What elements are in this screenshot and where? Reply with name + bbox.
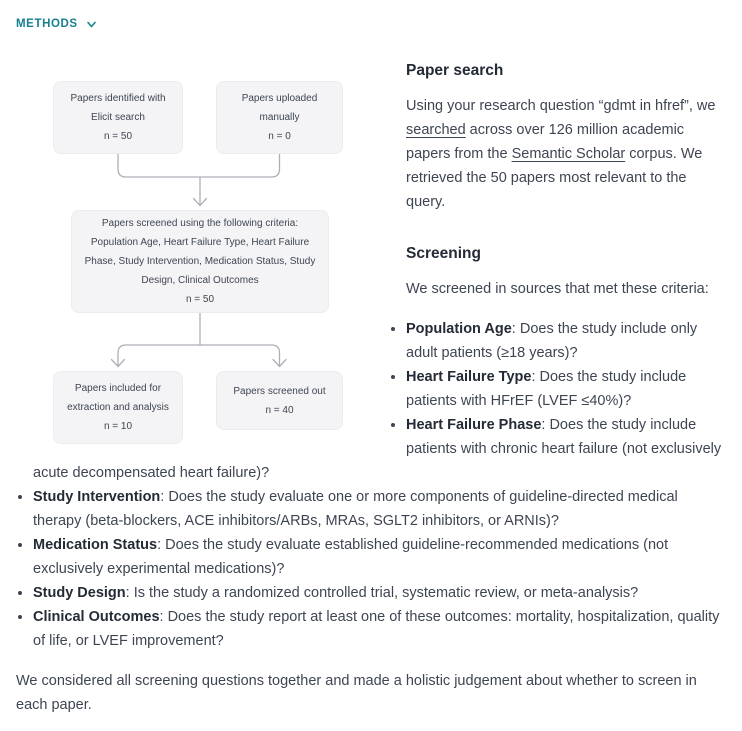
semantic-scholar-link[interactable]: Semantic Scholar <box>511 146 626 162</box>
criteria-label: Clinical Outcomes <box>33 609 160 625</box>
criteria-text: : Does the study include only adult pati… <box>406 321 698 361</box>
paper-search-text-3: corpus. We retrieved the 50 papers most … <box>406 146 703 210</box>
criteria-item-study-design: Study Design: Is the study a randomized … <box>33 581 726 605</box>
screening-heading: Screening <box>406 245 481 262</box>
criteria-item-study-intervention: Study Intervention: Does the study evalu… <box>33 485 726 533</box>
criteria-text: : Does the study report at least one of … <box>33 609 720 649</box>
methods-title: METHODS <box>16 18 78 30</box>
flow-box-count: n = 40 <box>265 404 294 416</box>
paper-search-text-1: Using your research question “gdmt in hf… <box>406 98 716 114</box>
methods-content: Papers identified with Elicit search n =… <box>16 61 726 731</box>
paper-search-paragraph: Using your research question “gdmt in hf… <box>16 94 726 214</box>
chevron-down-icon[interactable] <box>85 18 98 31</box>
flow-box-screened-out: Papers screened out n = 40 <box>216 371 343 430</box>
methods-header[interactable]: METHODS <box>16 16 98 32</box>
screening-intro: We screened in sources that met these cr… <box>406 281 709 297</box>
criteria-item-medication-status: Medication Status: Does the study evalua… <box>33 533 726 581</box>
flow-box-label: Papers identified with Elicit search <box>70 93 166 123</box>
criteria-text: : Does the study include patients with H… <box>406 369 687 409</box>
flow-box-uploaded: Papers uploaded manually n = 0 <box>216 81 343 154</box>
criteria-label: Population Age <box>406 321 512 337</box>
flow-box-screened: Papers screened using the following crit… <box>71 210 329 313</box>
flow-box-count: n = 50 <box>103 131 133 142</box>
flow-box-count: n = 10 <box>103 421 133 432</box>
screening-criteria-list: Population Age: Does the study include o… <box>16 317 726 653</box>
criteria-item-population-age: Population Age: Does the study include o… <box>33 317 726 365</box>
criteria-text: : Does the study evaluate one or more co… <box>33 489 678 529</box>
paper-search-text-2: across over 126 million academic papers … <box>406 122 685 162</box>
flow-box-count: n = 50 <box>185 294 215 305</box>
flow-box-label: Papers screened using the following crit… <box>84 218 316 286</box>
flow-box-included: Papers included for extraction and analy… <box>53 371 183 444</box>
criteria-label: Study Intervention <box>33 489 161 505</box>
searched-link[interactable]: searched <box>406 122 466 138</box>
flow-box-label: Papers screened out <box>233 385 326 397</box>
criteria-label: Medication Status <box>33 537 158 553</box>
criteria-text: : Does the study evaluate established gu… <box>33 537 669 577</box>
criteria-item-heart-failure-phase: Heart Failure Phase: Does the study incl… <box>33 413 726 485</box>
criteria-item-clinical-outcomes: Clinical Outcomes: Does the study report… <box>33 605 726 653</box>
flow-box-label: Papers uploaded manually <box>241 93 318 123</box>
criteria-label: Heart Failure Type <box>406 369 532 385</box>
paper-search-heading: Paper search <box>406 62 504 79</box>
flow-box-identified: Papers identified with Elicit search n =… <box>53 81 183 154</box>
flow-box-label: Papers included for extraction and analy… <box>67 383 169 413</box>
prisma-flowchart: Papers identified with Elicit search n =… <box>16 61 390 457</box>
screening-conclusion: We considered all screening questions to… <box>16 673 697 713</box>
criteria-label: Heart Failure Phase <box>406 417 542 433</box>
criteria-label: Study Design <box>33 585 126 601</box>
criteria-text: : Does the study include patients with c… <box>33 417 722 481</box>
flow-box-count: n = 0 <box>268 131 291 142</box>
criteria-item-heart-failure-type: Heart Failure Type: Does the study inclu… <box>33 365 726 413</box>
criteria-text: : Is the study a randomized controlled t… <box>125 585 639 601</box>
